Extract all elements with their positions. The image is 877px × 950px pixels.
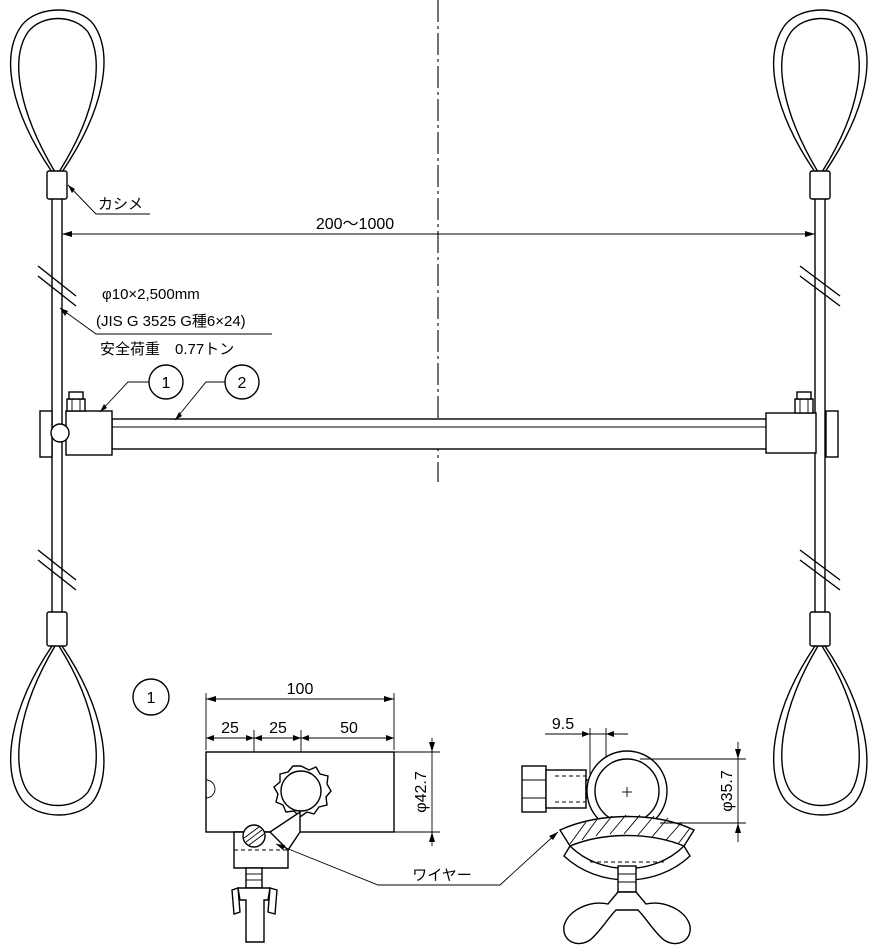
wing-bolt-front [237, 887, 271, 943]
break-mark [37, 549, 77, 581]
detail-side-view: 9.5 [521, 716, 696, 945]
clamp-plate [825, 410, 839, 458]
crimp-label: カシメ [98, 196, 143, 213]
clamp-bolt-head [794, 398, 814, 414]
svg-text:φ42.7: φ42.7 [413, 771, 430, 813]
svg-text:1: 1 [162, 375, 171, 392]
dim-9-5: 9.5 [552, 716, 574, 733]
wing-nut-side [563, 891, 691, 945]
clamp-body [765, 412, 817, 454]
clamp-plate [39, 410, 53, 458]
wire-spec-line-3: 安全荷重 0.77トン [100, 340, 234, 358]
crimp-ferrule-top-right [809, 170, 831, 200]
lower-cradle [563, 844, 691, 881]
wire-spec-line-1: φ10×2,500mm [102, 286, 200, 303]
right-wire-rope [772, 9, 868, 816]
wire-section [50, 423, 70, 443]
wire-spec-line-2: (JIS G 3525 G種6×24) [96, 313, 246, 330]
crimp-callout: カシメ [67, 184, 150, 215]
dim-dia-35-7: φ35.7 [640, 742, 746, 842]
dim-100: 100 [287, 681, 314, 698]
wire-label: ワイヤー [412, 867, 472, 884]
detail-marker: 1 [132, 678, 170, 716]
left-clamp [39, 391, 113, 458]
break-mark [37, 265, 77, 297]
break-mark [799, 265, 841, 297]
dim-25-a: 25 [221, 720, 239, 737]
left-wire-rope [9, 9, 105, 816]
side-bolt-stem [617, 865, 637, 893]
detail-front-view: 100 25 25 50 [205, 681, 395, 943]
clamp-bolt-head [66, 398, 86, 412]
crimp-ferrule-top-left [46, 170, 68, 200]
crimp-ferrule-bottom-left [46, 611, 68, 647]
svg-text:2: 2 [238, 375, 247, 392]
dim-50: 50 [340, 720, 358, 737]
svg-text:1: 1 [147, 690, 156, 707]
svg-text:φ35.7: φ35.7 [719, 770, 736, 812]
dim-dia-42-7: φ42.7 [394, 738, 440, 846]
span-dimension-label: 200〜1000 [316, 216, 394, 233]
break-mark [799, 549, 841, 581]
wire-callout: ワイヤー [275, 831, 559, 886]
dim-25-b: 25 [269, 720, 287, 737]
clamp-body [65, 410, 113, 456]
part-balloon-2: 2 [174, 364, 260, 421]
span-dimension: 200〜1000 [62, 216, 815, 237]
crimp-ferrule-bottom-right [809, 611, 831, 647]
right-clamp [765, 391, 839, 458]
part-balloon-1: 1 [99, 364, 184, 413]
wire-spec-callout: φ10×2,500mm (JIS G 3525 G種6×24) 安全荷重 0.7… [59, 286, 272, 358]
side-bolt-hex [521, 765, 547, 813]
cross-pipe [111, 418, 769, 450]
pipe-body [111, 418, 769, 450]
